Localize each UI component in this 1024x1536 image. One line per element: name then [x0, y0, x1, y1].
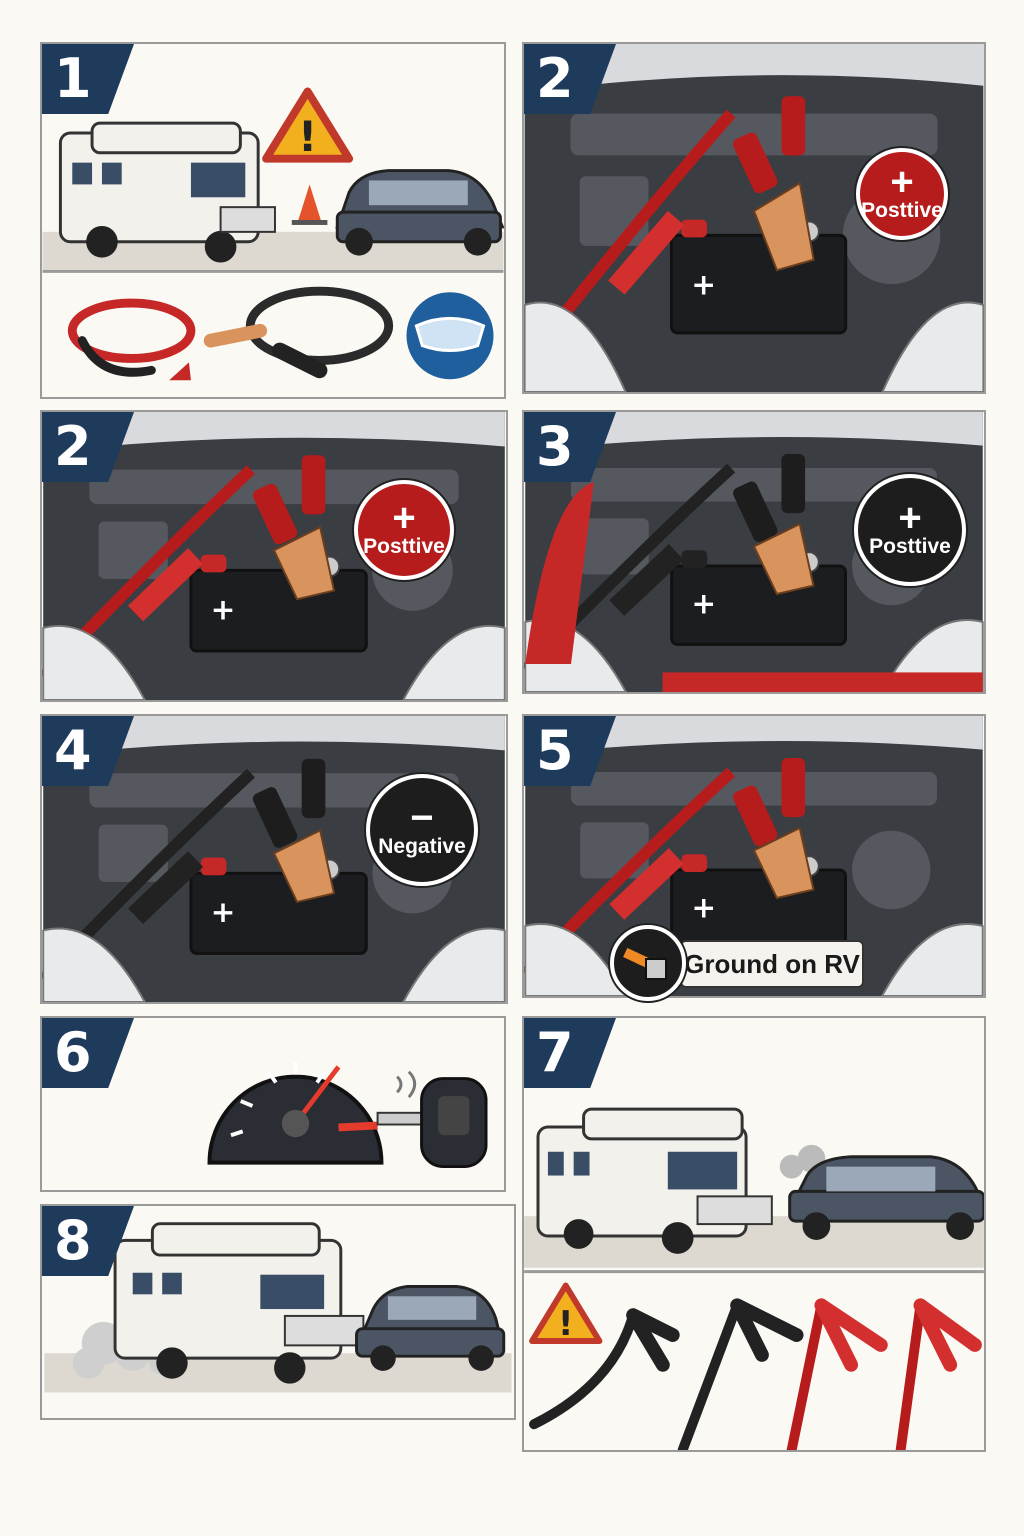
engine-bay-donor-positive-illustration: + [524, 412, 984, 692]
step-2-panel-right: 2 + + Posttive [522, 42, 986, 394]
step-1-panel: 1 ! [40, 42, 506, 399]
step-number: 6 [42, 1018, 134, 1088]
plus-icon: + [898, 496, 922, 540]
car-icon [788, 1155, 984, 1240]
gauge-icon [207, 1061, 384, 1165]
car-icon [335, 169, 504, 256]
rv-icon [536, 1107, 773, 1254]
clamp-icon [252, 455, 336, 601]
battery-icon: + [189, 554, 368, 653]
clamp-icon [733, 758, 815, 900]
vehicles-running-and-cable-removal-illustration: ! [524, 1107, 984, 1450]
headlight [524, 301, 627, 392]
gauge-and-key-illustration [207, 1061, 488, 1169]
minus-icon: − [410, 796, 434, 840]
plus-icon: + [392, 496, 416, 540]
step-number: 5 [524, 716, 616, 786]
step-number: 7 [524, 1018, 616, 1088]
svg-text:!: ! [298, 112, 317, 161]
warning-triangle-icon: ! [529, 1282, 603, 1344]
clamp-icon [733, 96, 815, 272]
jumper-cables-icon [67, 286, 394, 379]
exhaust-smoke-icon [779, 1144, 826, 1179]
safety-goggles-icon [406, 292, 494, 380]
clamp-icon [252, 758, 336, 904]
headlight [42, 927, 146, 1002]
car-icon [355, 1285, 506, 1371]
ignition-key-icon [376, 1070, 488, 1169]
step-4-panel: 4 + − Negative [40, 714, 508, 1004]
ground-on-rv-label: Ground on RV [680, 940, 864, 988]
ground-clamp-icon [610, 925, 686, 1001]
positive-callout: + Posttive [856, 148, 948, 240]
clamp-icon [733, 454, 815, 596]
svg-text:+: + [691, 587, 716, 621]
removed-clamps-icon [529, 1298, 982, 1450]
positive-callout: + Posttive [854, 474, 966, 586]
step-6-panel: 6 [40, 1016, 506, 1192]
plus-icon: + [890, 160, 914, 204]
rv-icon [113, 1222, 365, 1384]
step-number: 2 [42, 412, 134, 482]
battery-icon: + [189, 857, 368, 955]
svg-text:+: + [211, 592, 236, 626]
step-number: 1 [42, 44, 134, 114]
step-3-panel: 3 + + Posttive [522, 410, 986, 694]
arrow-icon [169, 362, 191, 381]
step-7-panel: 7 ! [522, 1016, 986, 1452]
battery-icon: + [669, 219, 848, 335]
warning-triangle-icon: ! [262, 87, 354, 163]
negative-callout: − Negative [366, 774, 478, 886]
svg-text:!: ! [558, 1304, 573, 1343]
positive-callout: + Posttive [354, 480, 454, 580]
svg-text:+: + [691, 267, 716, 302]
svg-text:+: + [691, 891, 716, 925]
traffic-cone-icon [291, 184, 328, 225]
step-number: 2 [524, 44, 616, 114]
headlight [42, 624, 146, 700]
step-2-panel-left: 2 + + Posttive [40, 410, 508, 702]
rv-icon [58, 121, 276, 263]
rv-and-car-hazard-illustration: ! [42, 87, 504, 381]
step-8-panel: 8 [40, 1204, 516, 1420]
rv-and-car-driving-illustration [44, 1222, 512, 1393]
engine-bay-ground-illustration: + [524, 716, 984, 996]
svg-text:+: + [211, 895, 236, 929]
